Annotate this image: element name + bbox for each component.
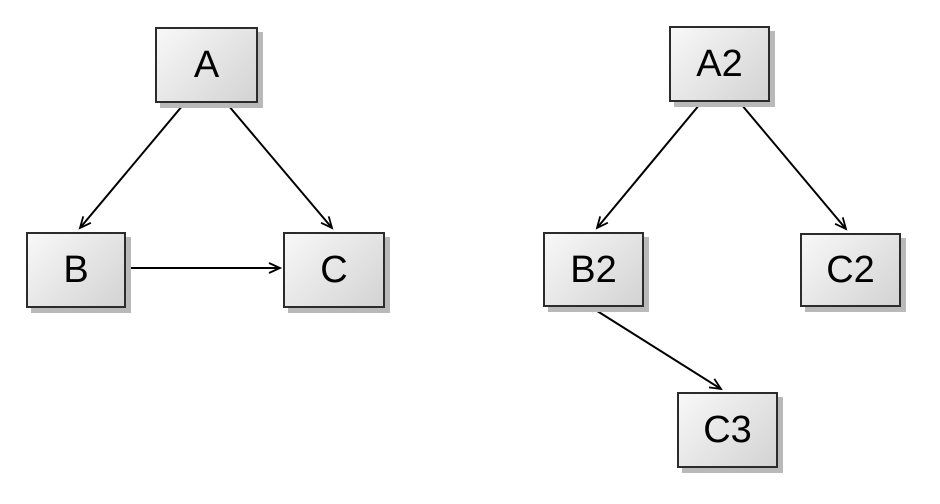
node-C3: C3 bbox=[677, 392, 778, 468]
node-A: A bbox=[155, 27, 258, 103]
edge-A-to-B bbox=[78, 104, 184, 230]
node-C: C bbox=[283, 232, 385, 308]
node-label: C2 bbox=[826, 249, 875, 291]
node-A2: A2 bbox=[669, 26, 770, 102]
edge-A-to-C bbox=[227, 104, 334, 230]
edge-B2-to-C3 bbox=[593, 308, 723, 391]
node-label: C3 bbox=[703, 409, 752, 451]
node-label: C bbox=[320, 249, 348, 291]
node-label: B bbox=[63, 249, 89, 291]
node-C2: C2 bbox=[800, 233, 901, 307]
edge-A2-to-B2 bbox=[595, 103, 701, 230]
node-B: B bbox=[26, 232, 126, 308]
node-B2: B2 bbox=[543, 232, 644, 307]
node-label: A2 bbox=[696, 43, 743, 85]
node-label: A bbox=[193, 44, 220, 86]
node-label: B2 bbox=[570, 248, 617, 291]
edge-A2-to-C2 bbox=[740, 103, 848, 231]
